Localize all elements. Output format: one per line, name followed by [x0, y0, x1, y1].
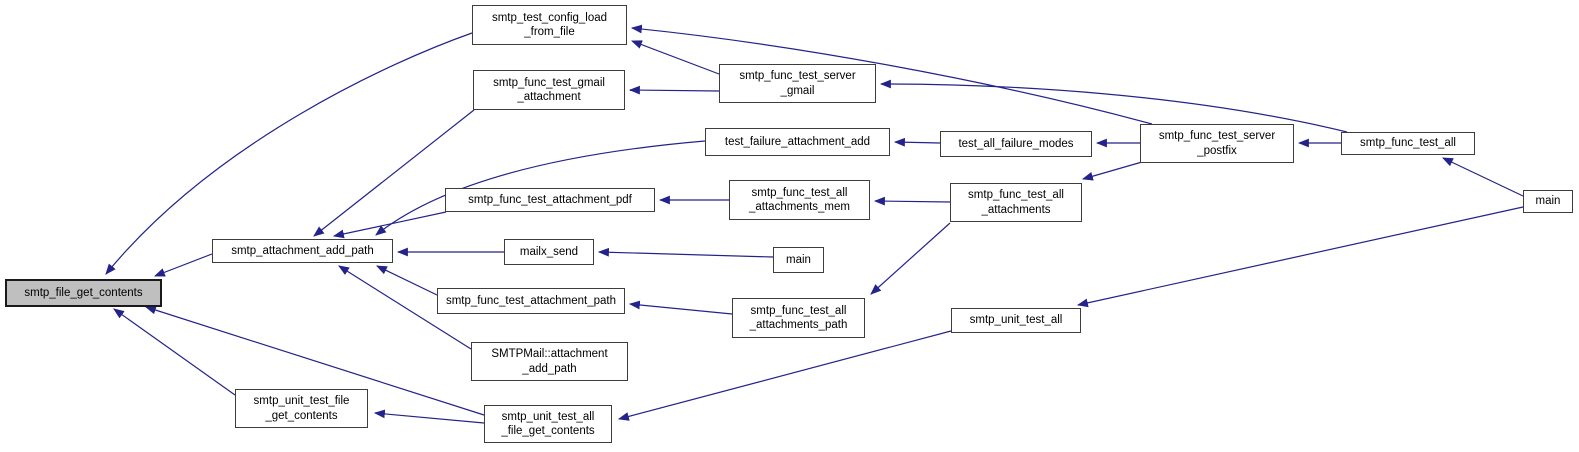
- edge-smtp_func_test_all_attachments_path--smtp_func_test_attachment_path: [628, 300, 733, 315]
- edge-SMTPMail_attachment_add_path--smtp_attachment_add_path: [338, 265, 472, 350]
- node-smtp_unit_test_all[interactable]: smtp_unit_test_all: [951, 308, 1081, 333]
- node-smtp_unit_test_file_get_contents[interactable]: smtp_unit_test_file _get_contents: [235, 389, 368, 428]
- edge-smtp_func_test_all_attachments--smtp_func_test_all_attachments_mem: [873, 196, 951, 206]
- node-smtp_func_test_all_attachments_path[interactable]: smtp_func_test_all _attachments_path: [732, 298, 865, 338]
- edge-smtp_unit_test_all--smtp_unit_test_all_file_get_contents: [617, 330, 952, 421]
- edge-test_failure_attachment_add--smtp_attachment_add_path: [375, 140, 706, 236]
- node-smtp_attachment_add_path[interactable]: smtp_attachment_add_path: [212, 239, 393, 263]
- node-smtp_func_test_all_attachments[interactable]: smtp_func_test_all _attachments: [950, 183, 1082, 222]
- node-smtp_func_test_gmail_attachment[interactable]: smtp_func_test_gmail _attachment: [473, 70, 625, 110]
- edge-smtp_attachment_add_path--smtp_file_get_contents: [153, 253, 213, 277]
- node-smtp_func_test_all_attachments_mem[interactable]: smtp_func_test_all _attachments_mem: [729, 180, 870, 220]
- edge-main_mid--mailx_send: [597, 247, 774, 258]
- edge-smtp_test_config_load_from_file--smtp_file_get_contents: [105, 32, 473, 275]
- node-smtp_func_test_attachment_path[interactable]: smtp_func_test_attachment_path: [437, 288, 625, 314]
- node-main_right[interactable]: main: [1523, 190, 1573, 213]
- edge-smtp_unit_test_all_file_get_contents--smtp_unit_test_file_get_contents: [373, 409, 485, 424]
- node-smtp_file_get_contents[interactable]: smtp_file_get_contents: [5, 279, 162, 307]
- node-smtp_test_config_load_from_file[interactable]: smtp_test_config_load _from_file: [472, 5, 627, 45]
- node-main_mid[interactable]: main: [773, 247, 824, 273]
- edge-smtp_func_test_server_postfix--smtp_test_config_load_from_file: [630, 24, 1153, 125]
- edge-smtp_func_test_server_gmail--smtp_func_test_gmail_attachment: [628, 85, 720, 95]
- edge-test_all_failure_modes--test_failure_attachment_add: [893, 137, 941, 147]
- edge-main_right--smtp_func_test_all: [1442, 157, 1524, 197]
- edge-smtp_func_test_attachment_path--smtp_attachment_add_path: [376, 265, 438, 296]
- node-test_all_failure_modes[interactable]: test_all_failure_modes: [940, 131, 1092, 157]
- node-smtp_func_test_server_gmail[interactable]: smtp_func_test_server _gmail: [719, 64, 876, 103]
- node-mailx_send[interactable]: mailx_send: [504, 239, 594, 265]
- node-test_failure_attachment_add[interactable]: test_failure_attachment_add: [705, 128, 890, 156]
- node-smtp_func_test_server_postfix[interactable]: smtp_func_test_server _postfix: [1140, 124, 1294, 163]
- edge-smtp_func_test_all_attachments--smtp_func_test_all_attachments_path: [870, 222, 951, 295]
- node-smtp_func_test_attachment_pdf[interactable]: smtp_func_test_attachment_pdf: [445, 188, 655, 212]
- node-smtp_func_test_all[interactable]: smtp_func_test_all: [1341, 132, 1475, 155]
- node-smtp_unit_test_all_file_get_contents[interactable]: smtp_unit_test_all _file_get_contents: [484, 405, 612, 443]
- edge-smtp_func_test_server_gmail--smtp_test_config_load_from_file: [630, 40, 720, 75]
- edge-main_right--smtp_unit_test_all: [1076, 206, 1524, 308]
- node-SMTPMail_attachment_add_path[interactable]: SMTPMail::attachment _add_path: [471, 342, 628, 381]
- edge-smtp_unit_test_all_file_get_contents--smtp_file_get_contents: [144, 305, 485, 416]
- edge-smtp_unit_test_file_get_contents--smtp_file_get_contents: [113, 308, 236, 396]
- edge-smtp_func_test_all--smtp_func_test_server_gmail: [879, 79, 1348, 133]
- edge-smtp_func_test_gmail_attachment--smtp_attachment_add_path: [313, 109, 475, 237]
- edge-smtp_func_test_server_postfix--smtp_func_test_all_attachments: [1081, 161, 1143, 181]
